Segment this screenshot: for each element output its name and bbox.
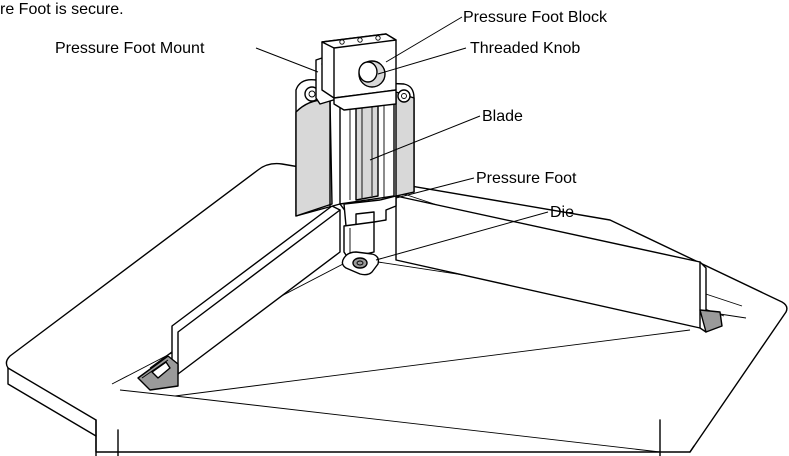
leader-threaded-knob [377, 47, 467, 75]
label-pressure-foot-block: Pressure Foot Block [463, 9, 608, 26]
callout-labels: Pressure Foot Block Pressure Foot Mount … [55, 9, 608, 221]
leader-blade [369, 115, 481, 161]
threaded-knob [358, 60, 386, 88]
blade [355, 103, 379, 201]
leader-die [375, 211, 549, 261]
label-die: Die [550, 204, 574, 221]
leader-pressure-foot-block [385, 16, 463, 63]
right-fence [395, 195, 723, 333]
label-blade: Blade [482, 108, 523, 125]
label-pressure-foot: Pressure Foot [476, 170, 577, 187]
label-pressure-foot-mount: Pressure Foot Mount [55, 40, 205, 57]
left-fence [137, 205, 341, 391]
pressure-foot [343, 195, 397, 259]
label-threaded-knob: Threaded Knob [470, 40, 580, 57]
die [341, 251, 380, 276]
leader-pressure-foot-mount [255, 47, 319, 73]
leader-pressure-foot [395, 177, 475, 199]
caption-text: re Foot is secure. [0, 1, 124, 18]
leader-lines [255, 16, 549, 261]
